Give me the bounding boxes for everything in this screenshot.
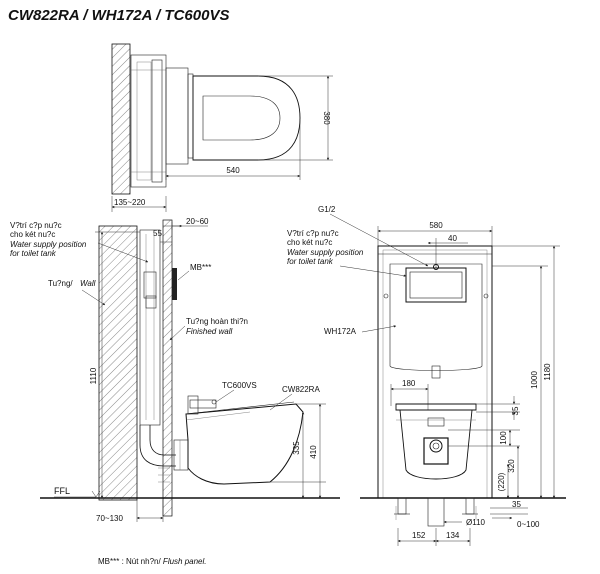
dim-1000: 1000 — [530, 371, 539, 389]
dim-410: 410 — [309, 445, 318, 459]
side-view-frame — [139, 229, 161, 426]
front-supply-en-1: Water supply position — [287, 248, 364, 257]
top-view-frame — [130, 54, 167, 188]
dim-100: 100 — [499, 431, 508, 445]
top-view-wall — [111, 43, 131, 195]
ffl-label: FFL — [54, 486, 70, 496]
footnote-vi: : Nút nh?n/ — [119, 557, 161, 566]
dim-335: 335 — [292, 441, 301, 455]
dim-0-100: 0~100 — [517, 520, 540, 529]
dim-134: 134 — [446, 531, 460, 540]
dim-35-bottom: 35 — [512, 500, 521, 509]
dim-35-top: 35 — [511, 406, 520, 415]
side-wall-vi: Tu?ng/ — [48, 279, 73, 288]
footnote-code: MB*** — [98, 557, 119, 566]
front-seat — [395, 403, 477, 411]
dim-180: 180 — [402, 379, 416, 388]
cistern — [389, 263, 483, 371]
front-supply-vi-2: cho két nu?c — [287, 238, 332, 247]
dim-55: 55 — [153, 229, 162, 238]
side-finished-vi: Tu?ng hoàn thi?n — [186, 317, 248, 326]
dim-110: Ø110 — [466, 518, 486, 527]
side-cw822ra-label: CW822RA — [282, 385, 320, 394]
side-supply-en-2: for toilet tank — [10, 249, 57, 258]
dim-1110: 1110 — [89, 367, 98, 384]
side-mb-label: MB*** — [190, 263, 211, 272]
flush-opening — [405, 267, 467, 303]
dim-1180: 1180 — [543, 363, 552, 381]
dim-152: 152 — [412, 531, 426, 540]
wh172a-label: WH172A — [324, 327, 357, 336]
side-tc600vs-label: TC600VS — [222, 381, 257, 390]
top-view-seat-outline — [192, 75, 301, 161]
drawing-title: CW822RA / WH172A / TC600VS — [8, 7, 229, 24]
side-view: 135~220 20~60 55 V?trí c?p nu?c cho két … — [10, 196, 340, 523]
side-supply-vi-2: cho két nu?c — [10, 230, 55, 239]
dim-top-depth: 380 — [322, 111, 331, 125]
dim-40: 40 — [448, 234, 457, 243]
side-supply-vi-1: V?trí c?p nu?c — [10, 221, 62, 230]
side-wall-en: Wall — [80, 279, 96, 288]
dim-20-60: 20~60 — [186, 217, 209, 226]
dim-320: 320 — [507, 459, 516, 473]
side-view-bowl — [185, 403, 304, 485]
side-finished-en: Finished wall — [186, 327, 232, 336]
side-view-finished-wall — [162, 219, 173, 517]
front-supply-en-2: for toilet tank — [287, 257, 334, 266]
dim-wall-range: 135~220 — [114, 198, 146, 207]
flush-panel — [172, 268, 177, 300]
side-supply-en-1: Water supply position — [10, 240, 87, 249]
side-view-wall — [98, 225, 138, 501]
g12-label: G1/2 — [318, 205, 336, 214]
footnote-en: Flush panel. — [161, 557, 207, 566]
top-view-bowl-opening — [202, 95, 281, 141]
dim-top-width: 540 — [226, 166, 240, 175]
front-view: 580 40 G1/2 V?trí c?p nu?c cho két nu?c … — [287, 205, 566, 546]
front-bowl — [399, 409, 473, 480]
dim-220: (220) — [497, 472, 506, 491]
dim-580: 580 — [429, 221, 443, 230]
wh172a-frame — [377, 245, 493, 499]
front-supply-vi-1: V?trí c?p nu?c — [287, 229, 339, 238]
dim-70-130: 70~130 — [96, 514, 123, 523]
footnote: MB*** : Nút nh?n/ Flush panel. — [98, 557, 207, 566]
top-view: 540 380 — [111, 43, 333, 195]
